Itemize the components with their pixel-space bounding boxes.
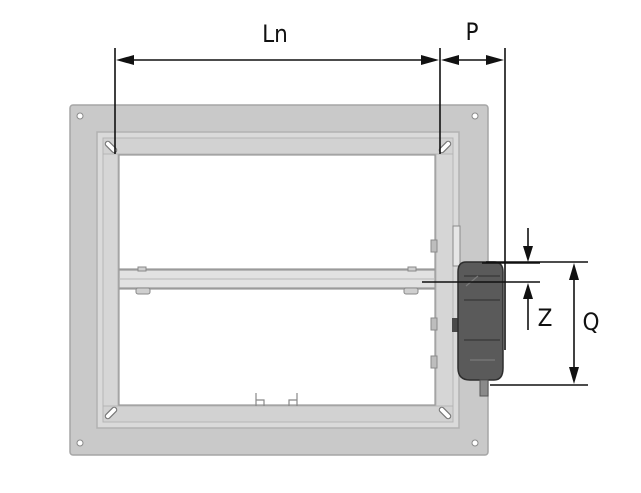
flange-hole-bottom-left [76,439,84,447]
dimension-p [441,48,506,350]
blade-panels [118,154,436,406]
dimension-z [422,228,540,330]
blade-clips [135,266,419,295]
dimension-label-q: Q [583,308,600,336]
flange-hole-bottom-right [471,439,479,447]
flange-hole-top-right [471,112,479,120]
flange-hole-top-left [76,112,84,120]
corner-slots [104,140,452,420]
right-rail [435,153,454,407]
corner-slot-top-left [104,140,118,154]
dimension-ln [114,48,441,154]
left-rail [102,153,119,407]
dimension-q [486,261,588,386]
corner-slot-bottom-left [104,406,118,420]
lower-blade-panel [118,288,436,406]
bottom-rail [102,405,454,423]
dimension-label-ln: Ln [262,20,288,48]
upper-blade-panel [118,154,436,270]
dimension-label-p: P [465,18,478,46]
side-mechanism [430,225,461,369]
actuator [452,261,504,397]
bottom-brackets [255,393,298,406]
dimension-label-z: Z [538,304,553,332]
top-rail [102,137,454,155]
